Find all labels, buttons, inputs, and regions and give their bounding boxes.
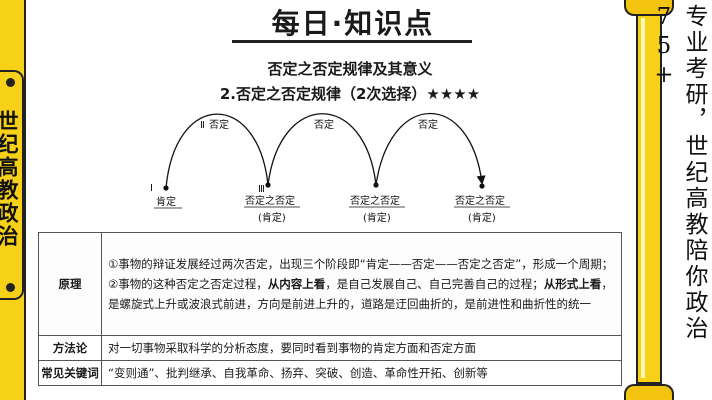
table-row: 常见关键词 “变则通”、批判继承、自我革命、扬弃、突破、创造、革命性开拓、创新等 — [38, 360, 622, 386]
node-sublabel-2: (肯定) — [258, 211, 286, 224]
page-subtitle: 否定之否定规律及其意义 — [267, 60, 433, 78]
negation-diagram: Ⅱ 否定 否定 否定 Ⅰ Ⅲ 肯定 否定之否定 否定之否定 否定之否定 (肯定)… — [150, 113, 510, 224]
top-numeral: Ⅱ — [200, 120, 205, 131]
right-pole-decoration — [624, 0, 674, 400]
page-title: 每日·知识点 — [271, 7, 435, 40]
knowledge-table: 原理 ①事物的辩证发展经过两次否定，出现三个阶段即“肯定——否定——否定之否定”… — [38, 232, 622, 386]
node-numeral-2: Ⅲ — [258, 184, 265, 195]
arc-2 — [267, 113, 377, 186]
arc-1 — [165, 113, 269, 189]
node-sublabel-3: (肯定) — [363, 211, 391, 224]
pole-cap-bottom — [624, 384, 674, 400]
node-label-4: 否定之否定 — [455, 194, 505, 207]
row-content: 对一切事物采取科学的分析态度，要同时看到事物的肯定方面和否定方面 — [101, 335, 622, 361]
table-row: 原理 ①事物的辩证发展经过两次否定，出现三个阶段即“肯定——否定——否定之否定”… — [38, 232, 622, 336]
node-label-1: 肯定 — [156, 195, 176, 208]
row-content: “变则通”、批判继承、自我革命、扬弃、突破、创造、革命性开拓、创新等 — [101, 360, 622, 386]
section-heading: 2.否定之否定规律（2次选择）★★★★ — [219, 85, 481, 103]
title-underline — [232, 40, 472, 43]
node-dot-3 — [373, 182, 379, 188]
node-dot-4 — [479, 183, 485, 189]
arc-label-1: 否定 — [209, 118, 229, 131]
arc-3 — [375, 113, 486, 186]
node-sublabel-4: (肯定) — [468, 211, 496, 224]
left-sidebar-tab — [0, 70, 24, 300]
arc-label-3: 否定 — [418, 118, 438, 131]
row-text-emphasis: 从形式上看 — [543, 277, 602, 291]
tab-dot-top-icon — [6, 78, 15, 87]
row-label: 方法论 — [38, 335, 102, 361]
row-text: ，是自己发展自己、自己完善自己的过程； — [325, 277, 544, 291]
right-sidebar-label: 专业考研，世纪高教陪你政治75+ — [651, 4, 707, 342]
row-label: 原理 — [38, 232, 102, 336]
node-numeral-1: Ⅰ — [150, 183, 153, 194]
row-content: ①事物的辩证发展经过两次否定，出现三个阶段即“肯定——否定——否定之否定”，形成… — [101, 232, 622, 336]
row-label: 常见关键词 — [38, 360, 102, 386]
row-text: “变则通”、批判继承、自我革命、扬弃、突破、创造、革命性开拓、创新等 — [108, 366, 488, 380]
left-sidebar-label: 世纪高教政治 — [0, 110, 19, 248]
node-dot-2 — [265, 182, 271, 188]
row-text-emphasis: 从内容上看 — [267, 277, 326, 291]
row-text: ①事物的辩证发展经过两次否定，出现三个阶段即“肯定——否定——否定之否定”，形成… — [108, 257, 614, 291]
row-text: 对一切事物采取科学的分析态度，要同时看到事物的肯定方面和否定方面 — [108, 341, 476, 355]
table-row: 方法论 对一切事物采取科学的分析态度，要同时看到事物的肯定方面和否定方面 — [38, 335, 622, 361]
node-label-2: 否定之否定 — [245, 194, 295, 207]
pole-shine — [641, 18, 645, 378]
tab-dot-bottom-icon — [6, 283, 15, 292]
pole-body — [636, 14, 662, 384]
arc-label-2: 否定 — [314, 118, 334, 131]
row-text: ，是螺旋式上升或波浪式前进，方向是前进上升的，道路是迂回曲折的，是前进性和曲折性… — [108, 277, 613, 311]
node-label-3: 否定之否定 — [350, 194, 400, 207]
node-dot-1 — [163, 185, 169, 191]
